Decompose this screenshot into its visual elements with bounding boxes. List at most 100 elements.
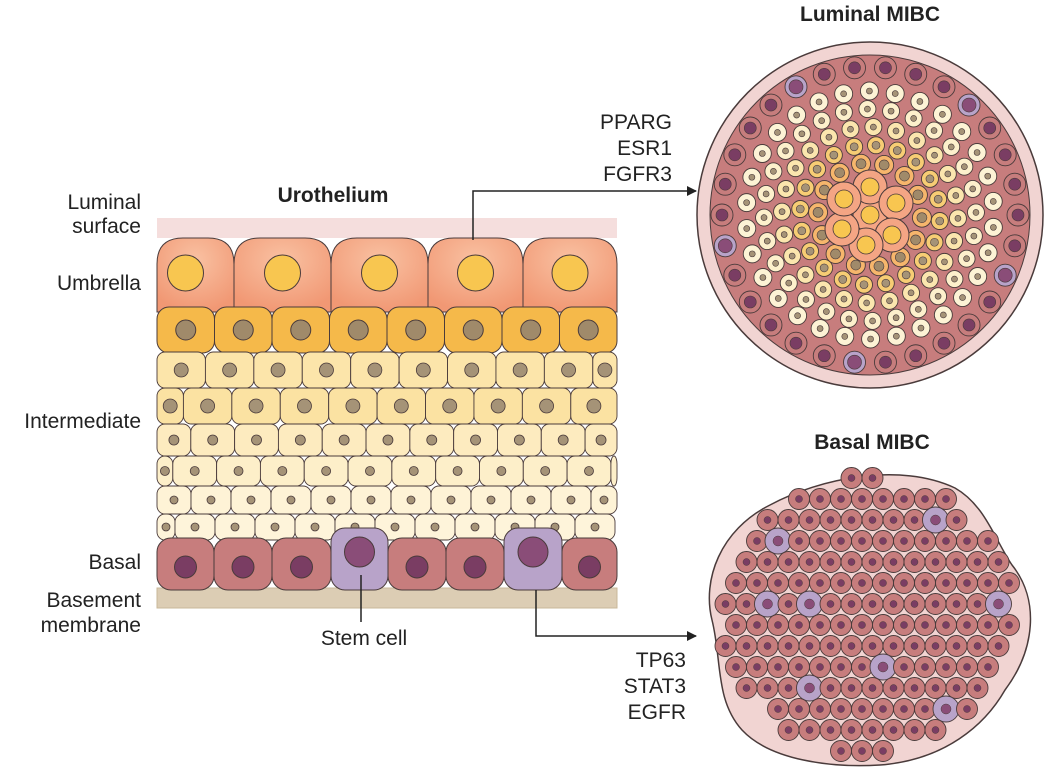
intermediate-nucleus — [270, 362, 286, 378]
basal-tumour-nucleus — [858, 579, 866, 587]
luminal-tumour-nucleus — [847, 354, 862, 370]
luminal-tumour-nucleus — [816, 325, 824, 332]
luminal-tumour-nucleus — [743, 199, 750, 206]
basal-tumour-nucleus — [763, 684, 772, 692]
basal-tumour-nucleus — [784, 516, 793, 524]
luminal-tumour-nucleus — [892, 146, 902, 155]
intermediate-nucleus — [557, 434, 569, 446]
basal-tumour-nucleus — [984, 537, 992, 545]
basal-tumour-nucleus — [889, 516, 898, 524]
luminal-tumour-nucleus — [892, 314, 900, 322]
intermediate-nucleus — [190, 522, 200, 532]
intermediate-nucleus — [486, 495, 496, 505]
luminal-tumour-nucleus — [983, 295, 997, 309]
basal-tumour-nucleus — [877, 661, 889, 673]
luminal-tumour-nucleus — [962, 318, 976, 332]
intermediate-nucleus — [162, 398, 178, 414]
intermediate-nucleus — [246, 495, 256, 505]
basal-tumour-nucleus — [805, 558, 814, 566]
basal-tumour-nucleus — [868, 558, 877, 566]
luminal-tumour-nucleus — [789, 336, 803, 350]
intermediate-nucleus — [430, 522, 440, 532]
intermediate-nucleus — [470, 434, 481, 446]
arrow-to-luminal — [472, 186, 697, 240]
luminal-tumour-nucleus — [961, 97, 977, 113]
luminal-tumour-nucleus — [797, 226, 807, 236]
basal-tumour-nucleus — [942, 537, 950, 545]
luminal-tumour-nucleus — [871, 140, 881, 150]
luminal-tumour-nucleus — [743, 225, 751, 232]
arrow-to-basal — [535, 590, 697, 641]
luminal-tumour-nucleus — [940, 311, 947, 319]
intermediate-nucleus — [230, 522, 240, 532]
intermediate-nucleus — [496, 466, 507, 476]
luminal-tumour-nucleus — [969, 185, 977, 193]
basal-tumour-nucleus — [784, 642, 793, 650]
basal-tumour-nucleus — [774, 621, 782, 629]
basal-tumour-nucleus — [732, 579, 740, 587]
luminal-tumour-nucleus — [934, 292, 942, 300]
luminal-tumour-nucleus — [818, 117, 825, 124]
luminal-tumour-nucleus — [866, 87, 873, 95]
basal-tumour-nucleus — [847, 600, 856, 608]
basal-tumour-nucleus — [931, 684, 940, 692]
luminal-tumour-nucleus — [1011, 208, 1025, 222]
basal-tumour-nucleus — [1005, 579, 1013, 587]
luminal-tumour-nucleus — [909, 349, 923, 363]
label-luminal-surface-2: surface — [72, 215, 141, 238]
luminal-tumour-nucleus — [848, 61, 861, 75]
luminal-core-nucleus — [860, 205, 880, 225]
luminal-tumour-nucleus — [849, 142, 859, 152]
basal-tumour-nucleus — [940, 703, 952, 715]
luminal-tumour-nucleus — [718, 177, 732, 191]
basal-tumour-nucleus — [1005, 621, 1013, 629]
luminal-tumour-nucleus — [983, 121, 997, 135]
basal-tumour-nucleus — [942, 663, 950, 671]
basal-tumour-nucleus — [772, 535, 784, 547]
intermediate-nucleus — [526, 495, 536, 505]
intermediate-nucleus — [294, 434, 306, 446]
basal-tumour-nucleus — [942, 621, 950, 629]
label-basement-membrane-1: Basement — [46, 589, 141, 612]
basal-tumour-nucleus — [994, 642, 1003, 650]
basal-tumour-nucleus — [795, 579, 803, 587]
basal-tumour-nucleus — [826, 558, 835, 566]
intermediate-nucleus — [590, 522, 600, 532]
luminal-tumour-nucleus — [850, 259, 862, 271]
luminal-tumour-nucleus — [855, 158, 867, 170]
basal-tumour-nucleus — [910, 558, 919, 566]
basal-tumour-nucleus — [921, 621, 929, 629]
luminal-tumour-nucleus — [901, 270, 911, 280]
basal-tumour-nucleus — [993, 598, 1004, 610]
basal-tumour-nucleus — [742, 684, 751, 692]
stem-cell-nucleus — [517, 536, 549, 568]
luminal-tumour-nucleus — [788, 79, 804, 95]
urothelium-tissue — [156, 218, 618, 609]
intermediate-nucleus — [599, 495, 609, 505]
intermediate-nucleus — [393, 398, 409, 414]
luminal-gene-3: FGFR3 — [603, 163, 672, 186]
luminal-core-nucleus — [856, 235, 876, 255]
basal-mibc-title: Basal MIBC — [814, 431, 930, 454]
stem-cell-label: Stem cell — [321, 627, 407, 650]
basal-tumour-nucleus — [837, 495, 845, 503]
luminal-tumour-nucleus — [937, 336, 951, 350]
luminal-tumour-nucleus — [829, 150, 839, 160]
luminal-tumour-nucleus — [918, 256, 928, 266]
basal-tumour-nucleus — [816, 663, 824, 671]
luminal-tumour-nucleus — [973, 149, 981, 156]
basal-tumour-nucleus — [868, 726, 877, 734]
basal-nucleus — [405, 555, 429, 579]
basal-tumour-nucleus — [847, 726, 856, 734]
basal-tumour-nucleus — [732, 621, 740, 629]
basal-tumour-nucleus — [816, 579, 824, 587]
intermediate-nucleus — [540, 466, 551, 476]
basal-tumour-nucleus — [763, 642, 772, 650]
basal-tumour-nucleus — [910, 600, 919, 608]
basal-tumour-nucleus — [910, 726, 919, 734]
luminal-tumour-nucleus — [952, 192, 960, 199]
basal-gene-list: TP63 STAT3 EGFR — [624, 649, 686, 724]
luminal-tumour-nucleus — [840, 108, 848, 116]
upper-intermediate-nucleus — [232, 319, 254, 341]
